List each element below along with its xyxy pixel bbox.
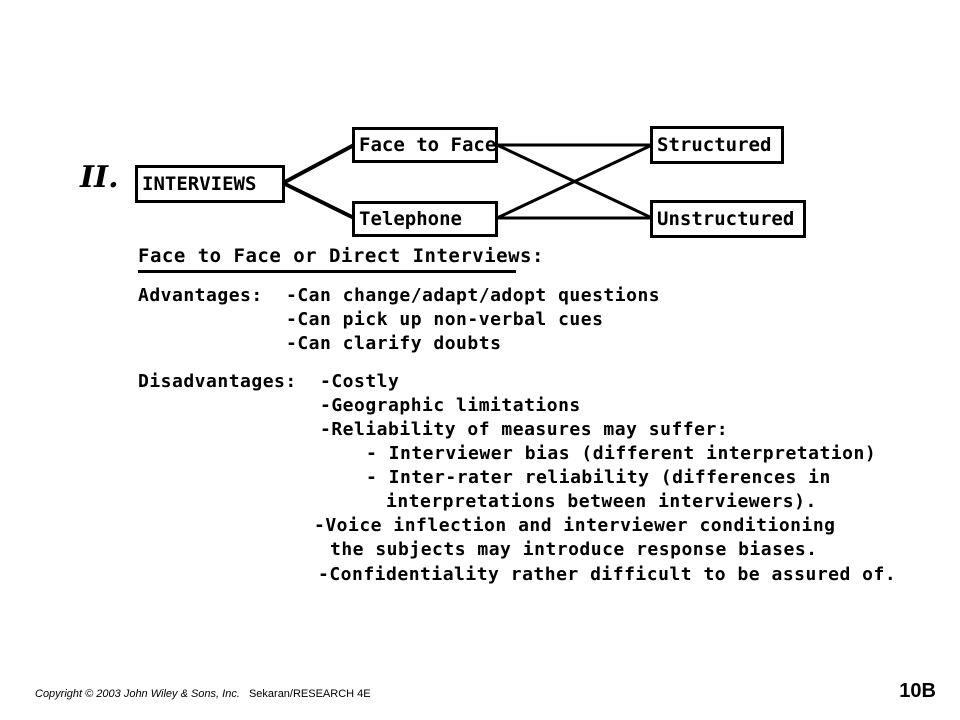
section-heading: Face to Face or Direct Interviews: — [138, 245, 544, 267]
advantage-item: -Can change/adapt/adopt questions — [286, 285, 661, 306]
advantage-item: -Can pick up non-verbal cues — [286, 309, 604, 330]
advantages-label: Advantages: — [138, 285, 263, 306]
disadvantage-item-cont: the subjects may introduce response bias… — [330, 539, 818, 560]
node-structured-label: Structured — [657, 134, 772, 156]
node-unstructured-label: Unstructured — [657, 208, 795, 230]
node-face-to-face-label: Face to Face — [359, 134, 497, 156]
node-interviews: INTERVIEWS — [135, 165, 285, 203]
heading-underline — [138, 270, 516, 273]
footer-copyright: Copyright © 2003 John Wiley & Sons, Inc.… — [35, 688, 371, 700]
copyright-text: Copyright © 2003 John Wiley & Sons, Inc. — [35, 688, 240, 700]
disadvantage-item: -Geographic limitations — [320, 395, 581, 416]
section-marker: II. — [80, 160, 119, 195]
disadvantage-subitem: - Interviewer bias (different interpreta… — [366, 443, 877, 464]
disadvantage-item: -Confidentiality rather difficult to be … — [318, 564, 897, 585]
disadvantage-item: -Costly — [320, 371, 400, 392]
node-telephone-label: Telephone — [359, 208, 462, 230]
connector-root-phone — [282, 181, 355, 220]
disadvantages-label: Disadvantages: — [138, 371, 297, 392]
node-interviews-label: INTERVIEWS — [142, 173, 257, 195]
connector-root-face — [282, 143, 355, 185]
slide-id: 10B — [899, 680, 936, 702]
node-telephone: Telephone — [352, 201, 498, 237]
source-text: Sekaran/RESEARCH 4E — [248, 688, 371, 700]
disadvantage-subitem-cont: interpretations between interviewers). — [386, 491, 817, 512]
disadvantage-item: -Voice inflection and interviewer condit… — [314, 515, 836, 536]
disadvantage-item: -Reliability of measures may suffer: — [320, 419, 729, 440]
advantage-item: -Can clarify doubts — [286, 333, 502, 354]
node-structured: Structured — [650, 126, 784, 164]
node-unstructured: Unstructured — [650, 200, 806, 238]
connector-phone-structured — [496, 143, 653, 220]
node-face-to-face: Face to Face — [352, 127, 498, 163]
disadvantage-subitem: - Inter-rater reliability (differences i… — [366, 467, 831, 488]
